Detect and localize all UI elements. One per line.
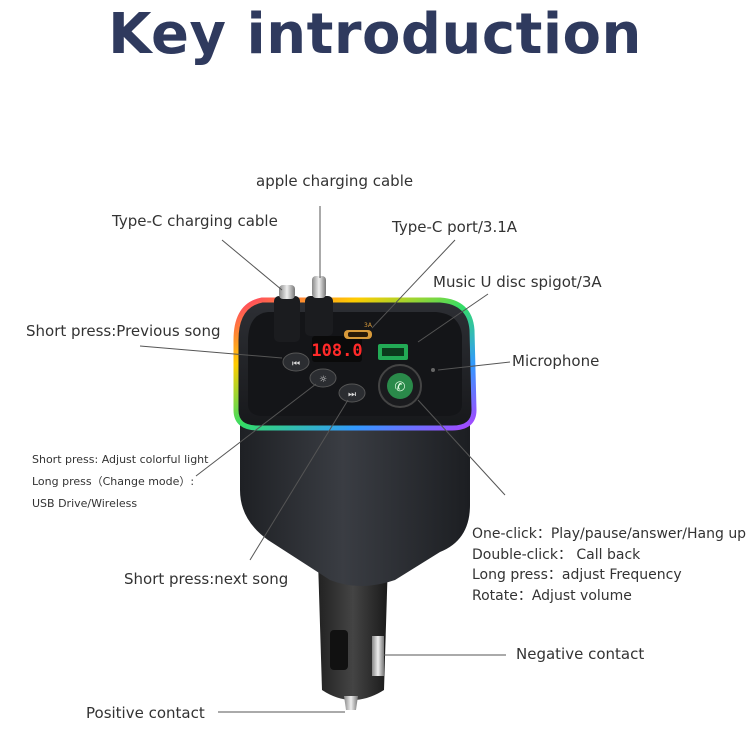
page-title: Key introduction <box>108 2 642 67</box>
next-song-label: Short press:next song <box>124 570 289 588</box>
knob-note: One-click：Play/pause/answer/Hang up Doub… <box>472 524 746 606</box>
led-display: 108.0 <box>311 336 363 362</box>
next-icon: ⏭ <box>348 390 356 400</box>
typec-port: 3A <box>344 322 373 339</box>
light-button-note: Short press: Adjust colorful light Long … <box>32 449 208 515</box>
positive-contact <box>344 696 358 710</box>
light-button[interactable]: ☼ <box>309 368 337 388</box>
car-plug <box>318 560 388 710</box>
usb-port-label: Music U disc spigot/3A <box>433 273 602 291</box>
light-note-line: USB Drive/Wireless <box>32 497 138 510</box>
light-icon: ☼ <box>319 375 327 385</box>
leader-lines <box>139 206 511 713</box>
control-knob[interactable]: ✆ <box>378 364 422 408</box>
knob-note-line: Long press：adjust Frequency <box>472 567 682 583</box>
microphone-hole <box>431 368 435 372</box>
light-note-line: Short press: Adjust colorful light <box>32 453 209 466</box>
knob-note-line: One-click：Play/pause/answer/Hang up <box>472 526 747 542</box>
prev-song-button[interactable]: ⏮ <box>282 352 310 372</box>
apple-cable-label: apple charging cable <box>256 172 414 190</box>
prev-song-label: Short press:Previous song <box>26 322 221 340</box>
knob-note-line: Rotate：Adjust volume <box>472 587 632 604</box>
negative-contact-label: Negative contact <box>516 645 645 663</box>
apple-cable-plug <box>305 276 333 336</box>
positive-contact-label: Positive contact <box>86 704 205 722</box>
prev-icon: ⏮ <box>292 359 300 369</box>
microphone-label: Microphone <box>512 352 600 370</box>
typec-cable-plug <box>274 285 300 342</box>
typec-port-label: Type-C port/3.1A <box>392 218 518 236</box>
port-label: 3A <box>364 322 373 329</box>
knob-note-line: Double-click： Call back <box>472 546 641 563</box>
negative-contact <box>372 636 384 676</box>
typec-cable-label: Type-C charging cable <box>112 212 278 230</box>
light-note-line: Long press（Change mode）: <box>32 475 195 488</box>
next-song-button[interactable]: ⏭ <box>338 383 366 403</box>
display-value: 108.0 <box>311 341 362 361</box>
usb-port <box>378 344 408 360</box>
phone-icon: ✆ <box>395 380 406 395</box>
